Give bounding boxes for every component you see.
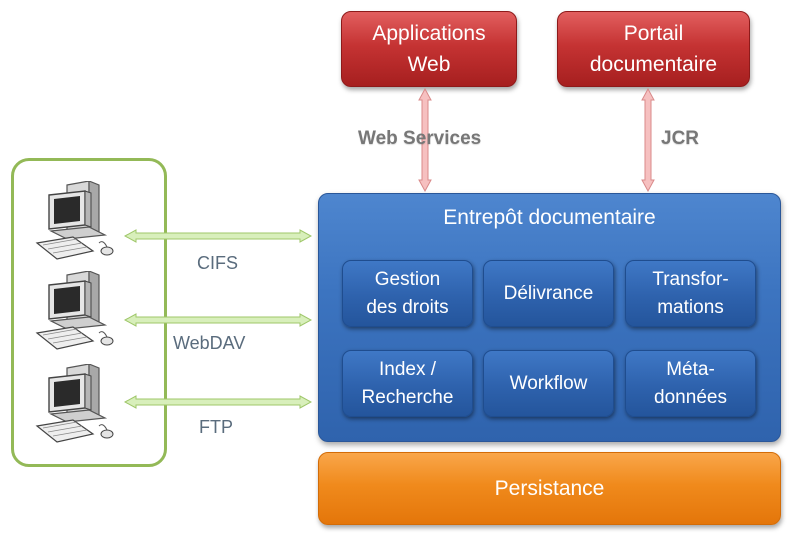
portail-documentaire-box: Portail documentaire xyxy=(557,11,750,87)
webdav-arrow xyxy=(123,313,313,332)
web-services-label: Web Services xyxy=(358,128,482,149)
jcr-arrow xyxy=(641,88,655,192)
module-index-recherche: Index / Recherche xyxy=(342,350,473,417)
module-gestion-des-droits: Gestion des droits xyxy=(342,260,473,327)
entrepot-documentaire-title: Entrepôt documentaire xyxy=(443,206,656,229)
desktop-computer-icon xyxy=(33,270,125,362)
jcr-label: JCR xyxy=(661,128,700,149)
module-transformations: Transfor- mations xyxy=(625,260,756,327)
cifs-arrow xyxy=(123,229,313,248)
applications-web-box: Applications Web xyxy=(341,11,517,87)
cifs-label: CIFS xyxy=(197,253,239,273)
web-services-arrow xyxy=(418,88,432,192)
desktop-computer-icon xyxy=(33,363,125,455)
module-workflow: Workflow xyxy=(483,350,614,417)
ftp-arrow xyxy=(123,395,313,414)
module-delivrance: Délivrance xyxy=(483,260,614,327)
ftp-label: FTP xyxy=(199,417,233,437)
module-metadonnees: Méta- données xyxy=(625,350,756,417)
persistance-bar: Persistance xyxy=(318,452,781,525)
desktop-computer-icon xyxy=(33,180,125,272)
webdav-label: WebDAV xyxy=(173,333,246,353)
